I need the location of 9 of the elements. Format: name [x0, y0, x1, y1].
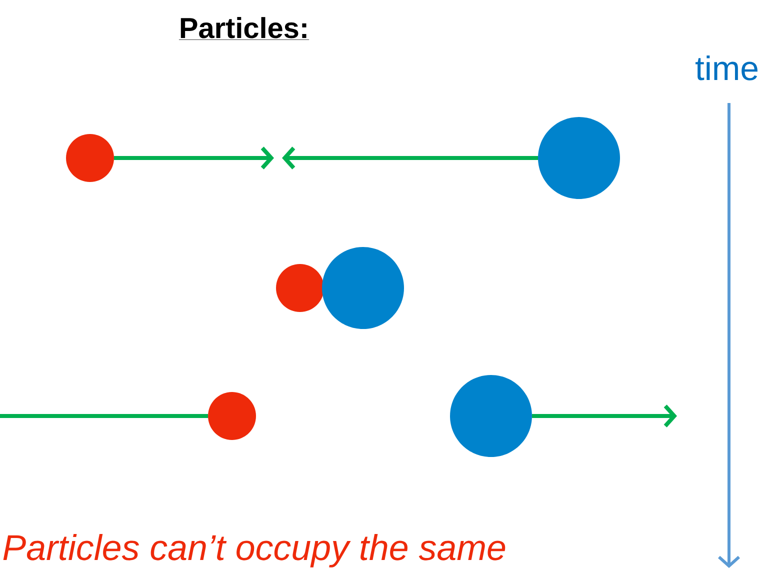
axis-label: time	[696, 55, 758, 80]
particle-circle	[450, 375, 532, 457]
particle-circle	[322, 247, 404, 329]
particle-circle	[66, 134, 114, 182]
particle-circle	[538, 117, 620, 199]
particle-circle	[276, 264, 324, 312]
particle-circle	[208, 392, 256, 440]
title: Particles:	[178, 17, 310, 40]
note-text: Particles can’t occupy the same	[3, 534, 506, 568]
